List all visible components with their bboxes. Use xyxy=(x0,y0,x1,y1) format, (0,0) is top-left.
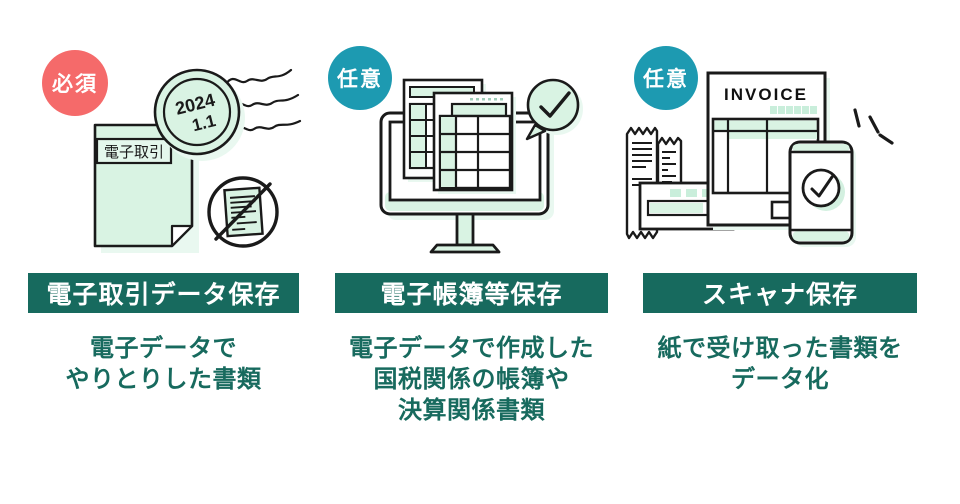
description-line: データ化 xyxy=(731,366,829,393)
description-line: 電子データで xyxy=(90,335,237,362)
document-fold-corner xyxy=(170,224,194,248)
heading-electronic-ledger-save: 電子帳簿等保存 xyxy=(335,273,608,313)
optional-badge-ledger: 任意 xyxy=(328,46,392,110)
monitor-stand xyxy=(455,212,475,247)
heading-electronic-transaction-save: 電子取引データ保存 xyxy=(28,273,299,313)
ledger-sheet-front xyxy=(432,91,516,194)
description-line: 決算関係書類 xyxy=(398,397,545,424)
heading-scanner-save: スキャナ保存 xyxy=(643,273,917,313)
heading-label: 電子取引データ保存 xyxy=(46,281,281,309)
document-label-box xyxy=(95,137,173,165)
monitor-base xyxy=(429,243,501,254)
description-scanner-save: 紙で受け取った書類を データ化 xyxy=(643,333,917,395)
required-badge-label: 必須 xyxy=(52,73,98,96)
description-electronic-ledger: 電子データで作成した 国税関係の帳簿や 決算関係書類 xyxy=(335,333,608,426)
description-line: 国税関係の帳簿や xyxy=(373,366,570,393)
check-bubble-icon xyxy=(525,78,583,141)
smartphone-icon xyxy=(788,140,856,247)
scanner-save-illustration: INVOICE xyxy=(625,71,894,247)
description-line: やりとりした書類 xyxy=(65,366,262,393)
optional-badge-scanner-label: 任意 xyxy=(643,68,689,91)
checkmark-icon xyxy=(539,91,571,118)
description-line: 電子データで作成した xyxy=(349,335,594,362)
date-stamp-inner-ring xyxy=(162,77,232,147)
description-electronic-transaction: 電子データで やりとりした書類 xyxy=(28,333,299,395)
heading-label: 電子帳簿等保存 xyxy=(380,281,563,309)
dotted-row xyxy=(470,98,503,101)
electronic-ledger-illustration xyxy=(379,78,583,254)
check-circle-icon xyxy=(801,168,841,208)
invoice-dashes xyxy=(770,106,817,114)
document-label-text: 電子取引 xyxy=(104,144,164,161)
optional-badge-scanner: 任意 xyxy=(634,46,698,110)
sparkle-lines-icon xyxy=(853,108,894,145)
description-line: 紙で受け取った書類を xyxy=(657,335,903,362)
optional-badge-ledger-label: 任意 xyxy=(337,68,383,91)
electronic-transaction-illustration: 電子取引 2024 1.1 xyxy=(93,68,302,253)
required-badge: 必須 xyxy=(42,50,108,116)
heading-label: スキャナ保存 xyxy=(701,281,858,309)
no-paper-slash xyxy=(214,182,272,241)
invoice-title-text: INVOICE xyxy=(724,85,808,104)
checkmark-icon xyxy=(810,175,834,198)
